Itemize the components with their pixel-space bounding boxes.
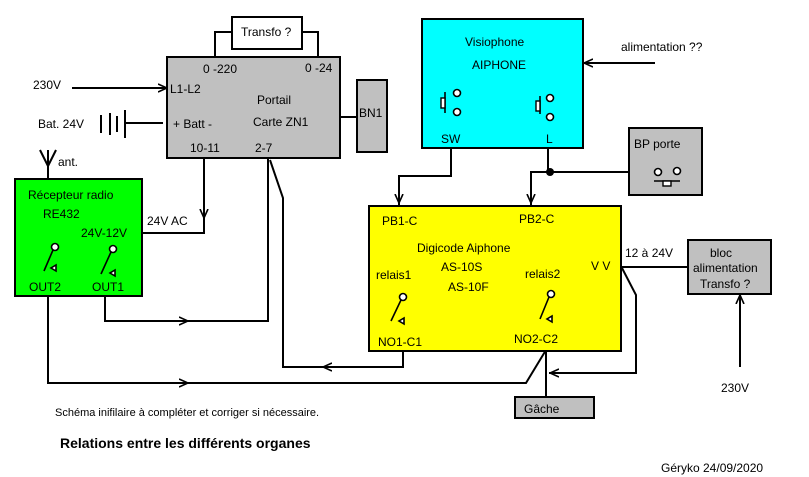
digicode-no2: NO2-C2 (514, 332, 558, 346)
bn1-box[interactable]: BN1 (356, 79, 388, 153)
relay-2-icon (539, 289, 556, 324)
bn1-label: BN1 (359, 106, 383, 120)
input-230v-right: 230V (721, 381, 749, 395)
portail-subtitle: Carte ZN1 (253, 115, 309, 129)
wire-out2-to-no2 (47, 296, 547, 384)
digicode-relais1: relais1 (376, 268, 412, 282)
transfo-label: Transfo ? (241, 25, 292, 39)
recepteur-out1: OUT1 (92, 280, 124, 294)
portail-box[interactable]: 0 -220 0 -24 L1-L2 Portail Carte ZN1 + B… (166, 56, 341, 159)
bloc-alimentation-rect (687, 239, 772, 295)
signature: Géryko 24/09/2020 (661, 461, 763, 475)
relay-out2-icon (43, 242, 60, 273)
label-alimentation: alimentation ?? (621, 40, 703, 54)
bloc-alimentation-box[interactable]: bloc alimentation Transfo ? (687, 239, 772, 295)
recepteur-model: RE432 (43, 207, 80, 221)
terminal-l1-l2: L1-L2 (170, 82, 201, 96)
visiophone-box[interactable]: Visiophone AIPHONE SW L (421, 18, 584, 149)
bp-porte-label: BP porte (634, 137, 681, 151)
wire-l-to-pb2 (530, 148, 549, 205)
battery-icon (100, 110, 163, 138)
recepteur-rect (14, 178, 143, 297)
digicode-rect (368, 205, 622, 352)
label-24vac: 24V AC (147, 214, 188, 228)
recepteur-voltage: 24V-12V (81, 226, 127, 240)
terminal-10-11: 10-11 (190, 141, 220, 155)
pushbutton-sw-icon (440, 88, 462, 117)
visiophone-title: Visiophone (465, 35, 524, 49)
portail-title: Portail (257, 93, 291, 107)
recepteur-title: Récepteur radio (28, 188, 114, 202)
visiophone-brand: AIPHONE (472, 58, 526, 72)
digicode-relais2: relais2 (525, 267, 561, 281)
antenna-label: ant. (58, 155, 78, 169)
digicode-model2: AS-10F (448, 280, 489, 294)
gache-box[interactable]: Gâche (514, 396, 595, 419)
doorbell-button-icon (653, 166, 682, 187)
terminal-0-220: 0 -220 (203, 62, 237, 76)
terminal-batt: + Batt - (173, 117, 212, 131)
relay-out1-icon (100, 244, 118, 278)
portail-rect (166, 56, 341, 159)
digicode-pb2: PB2-C (519, 212, 555, 226)
input-230v-left: 230V (33, 78, 61, 92)
terminal-0-24: 0 -24 (305, 61, 333, 75)
digicode-no1: NO1-C1 (378, 335, 422, 349)
antenna-icon (39, 149, 57, 180)
label-12-24v: 12 à 24V (625, 246, 673, 260)
gache-label: Gâche (524, 402, 560, 416)
digicode-title: Digicode Aiphone (417, 241, 511, 255)
digicode-model1: AS-10S (441, 260, 482, 274)
terminal-2-7: 2-7 (255, 141, 273, 155)
visiophone-sw: SW (441, 132, 461, 146)
digicode-vv: V V (591, 259, 610, 273)
wire-transfo-left (214, 31, 232, 57)
visiophone-l: L (546, 132, 553, 146)
digicode-pb1: PB1-C (382, 214, 418, 228)
recepteur-out2: OUT2 (29, 280, 61, 294)
transfo-box[interactable]: Transfo ? (214, 16, 319, 57)
wire-vv-to-gache (549, 267, 637, 374)
relay-1-icon (390, 292, 408, 326)
recepteur-box[interactable]: Récepteur radio RE432 24V-12V OUT2 OUT1 (14, 178, 143, 297)
gache-rect (514, 396, 595, 419)
pushbutton-l-icon (535, 93, 555, 122)
diagram-remark: Schéma inifilaire à compléter et corrige… (55, 407, 319, 419)
battery-label: Bat. 24V (38, 117, 84, 131)
wire-24vac (142, 158, 205, 234)
bloc-line1: bloc (710, 246, 732, 260)
diagram-title: Relations entre les différents organes (60, 435, 311, 451)
bn1-rect (356, 79, 388, 153)
wire-no1-to-2-7 (269, 159, 404, 368)
junction-dot (546, 168, 554, 176)
transfo-rect (231, 16, 303, 50)
bloc-line3: Transfo ? (700, 277, 751, 291)
digicode-box[interactable]: PB1-C PB2-C Digicode Aiphone AS-10S AS-1… (368, 205, 622, 352)
bp-porte-box[interactable]: BP porte (628, 127, 703, 196)
bloc-line2: alimentation (693, 261, 758, 275)
wire-transfo-right (302, 31, 319, 57)
wire-sw-to-pb1 (398, 148, 452, 205)
visiophone-rect (421, 18, 584, 149)
